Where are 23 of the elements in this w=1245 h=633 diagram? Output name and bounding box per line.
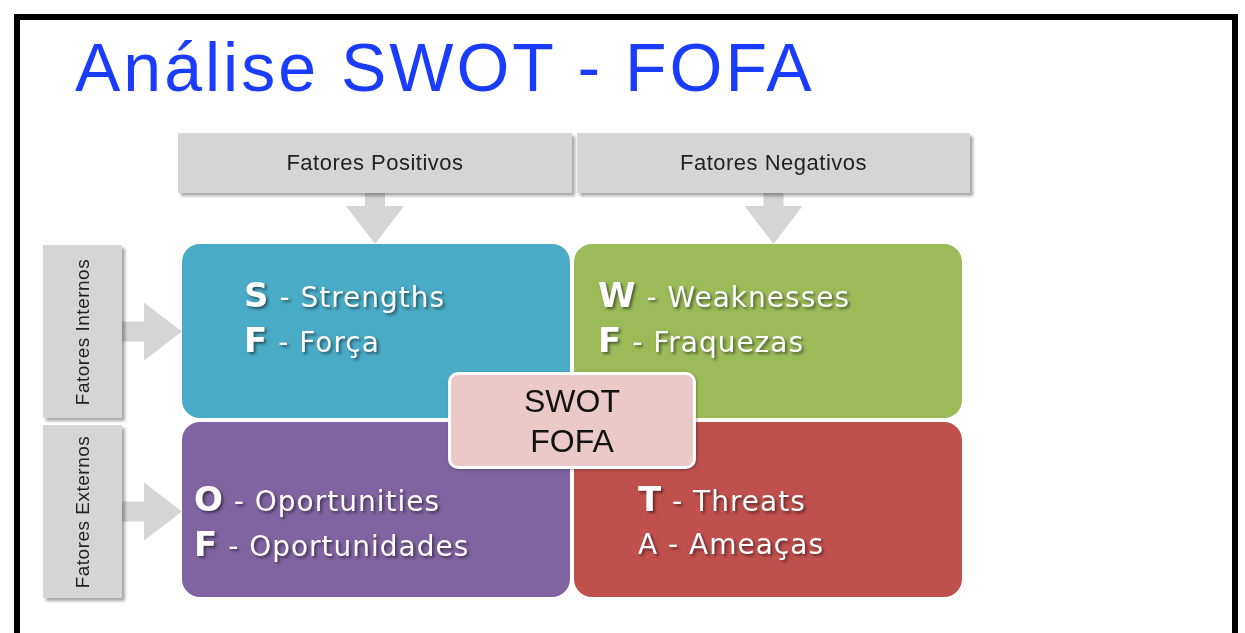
label-text: Fatores Internos	[71, 258, 94, 405]
center-box	[448, 372, 696, 469]
quadrant-text: F - Força	[244, 319, 380, 362]
block-arrow	[122, 482, 182, 541]
title: Análise SWOT - FOFA	[75, 28, 815, 106]
header-box	[178, 133, 572, 193]
quadrant-text: O - Oportunities	[194, 478, 441, 521]
block-arrow	[346, 193, 404, 244]
quadrant-text: F - Oportunidades	[194, 523, 470, 566]
quadrant-text: A - Ameaças	[638, 527, 824, 563]
label-text: SWOT FOFA	[523, 381, 621, 461]
block-arrow	[122, 302, 182, 361]
label-text: Fatores Negativos	[680, 150, 867, 176]
quadrant-text: S - Strengths	[244, 274, 446, 317]
header-box	[43, 425, 122, 598]
block-arrow	[744, 193, 803, 244]
quadrant-text: T - Threats	[638, 478, 806, 521]
label-text: Fatores Positivos	[286, 150, 464, 176]
header-box	[43, 245, 122, 418]
label-text: Fatores Externos	[71, 435, 94, 588]
quadrant-text: F - Fraquezas	[598, 319, 805, 362]
header-box	[577, 133, 970, 193]
quadrant-text: W - Weaknesses	[598, 274, 851, 317]
